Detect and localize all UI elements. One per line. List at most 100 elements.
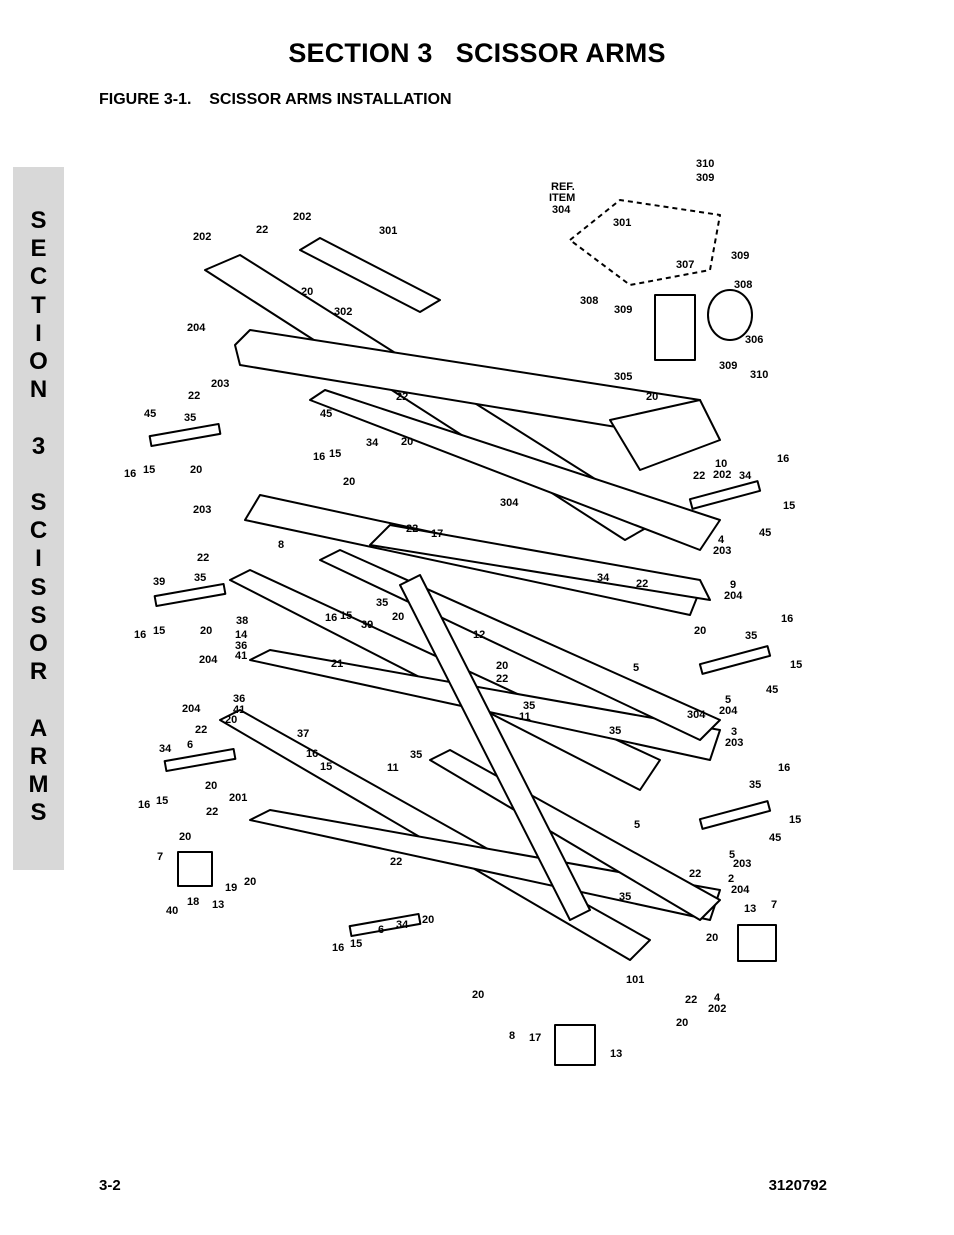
page-number: 3-2 bbox=[99, 1177, 121, 1194]
callout-label: 45 bbox=[769, 832, 781, 844]
callout-label: 22 bbox=[197, 552, 209, 564]
detail-inset-outline bbox=[569, 199, 721, 286]
callout-label: 203 bbox=[193, 504, 211, 516]
callout-label: 15 bbox=[329, 448, 341, 460]
callout-label: 304 bbox=[552, 204, 571, 216]
callout-label: 19 bbox=[225, 882, 237, 894]
callout-label: 202 bbox=[293, 211, 311, 223]
slide-block bbox=[554, 1024, 596, 1066]
callout-label: 35 bbox=[376, 597, 388, 609]
callout-label: 34 bbox=[159, 743, 172, 755]
callout-label: 204 bbox=[724, 590, 743, 602]
callout-label: 2 bbox=[728, 873, 734, 885]
callout-label: REF. bbox=[551, 181, 575, 193]
document-number: 3120792 bbox=[768, 1177, 827, 1194]
callout-label: 22 bbox=[206, 806, 218, 818]
callout-label: 309 bbox=[731, 250, 749, 262]
callout-label: 39 bbox=[153, 576, 165, 588]
pivot-pin bbox=[148, 422, 222, 448]
callout-label: 203 bbox=[713, 545, 731, 557]
callout-label: 6 bbox=[187, 739, 193, 751]
callout-label: 22 bbox=[256, 224, 268, 236]
scissor-arm bbox=[219, 709, 651, 961]
callout-label: 15 bbox=[783, 500, 795, 512]
callout-label: 20 bbox=[706, 932, 718, 944]
callout-label: 16 bbox=[781, 613, 793, 625]
scissor-arm bbox=[429, 749, 721, 921]
callout-label: 301 bbox=[379, 225, 397, 237]
callout-label: 202 bbox=[708, 1003, 726, 1015]
callout-label: 12 bbox=[473, 629, 485, 641]
callout-label: 36 bbox=[235, 640, 247, 652]
callout-label: 204 bbox=[182, 703, 201, 715]
callout-label: 304 bbox=[687, 709, 706, 721]
callout-label: 16 bbox=[778, 762, 790, 774]
callout-label: 40 bbox=[166, 905, 178, 917]
callout-label: 11 bbox=[387, 762, 399, 774]
callout-label: 204 bbox=[199, 654, 218, 666]
callout-label: 13 bbox=[744, 903, 756, 915]
callout-label: 11 bbox=[519, 711, 531, 723]
callout-label: 5 bbox=[633, 662, 639, 674]
pivot-pin bbox=[688, 480, 762, 510]
callout-label: 7 bbox=[157, 851, 163, 863]
callout-label: 22 bbox=[685, 994, 697, 1006]
callout-label: 20 bbox=[676, 1017, 688, 1029]
callout-label: 15 bbox=[143, 464, 155, 476]
callout-label: 45 bbox=[766, 684, 778, 696]
callout-label: 310 bbox=[696, 158, 714, 170]
callout-label: 35 bbox=[749, 779, 761, 791]
callout-label: 17 bbox=[529, 1032, 541, 1044]
callout-label: 6 bbox=[378, 924, 384, 936]
callout-label: 15 bbox=[156, 795, 168, 807]
callout-label: 10 bbox=[715, 458, 727, 470]
callout-label: 4 bbox=[714, 992, 721, 1004]
callout-label: 22 bbox=[396, 391, 408, 403]
callout-label: 22 bbox=[693, 470, 705, 482]
callout-label: 20 bbox=[496, 660, 508, 672]
callout-label: 15 bbox=[789, 814, 801, 826]
callout-label: 16 bbox=[134, 629, 146, 641]
callout-label: 203 bbox=[211, 378, 229, 390]
callout-label: 309 bbox=[614, 304, 632, 316]
callout-label: 14 bbox=[235, 629, 248, 641]
callout-label: 22 bbox=[636, 578, 648, 590]
callout-label: 5 bbox=[729, 849, 735, 861]
callout-label: 20 bbox=[343, 476, 355, 488]
slide-block bbox=[737, 924, 777, 962]
callout-label: 204 bbox=[187, 322, 206, 334]
callout-label: 34 bbox=[396, 919, 409, 931]
pivot-pin bbox=[698, 645, 772, 675]
callout-label: 20 bbox=[422, 914, 434, 926]
callout-label: 202 bbox=[713, 469, 731, 481]
callout-label: 34 bbox=[739, 470, 752, 482]
diagram-linework bbox=[148, 199, 777, 1066]
callout-label: 5 bbox=[725, 694, 731, 706]
callout-label: 16 bbox=[777, 453, 789, 465]
pivot-pin bbox=[163, 747, 237, 773]
callout-label: 204 bbox=[719, 705, 738, 717]
callout-label: 203 bbox=[733, 858, 751, 870]
callout-labels: 310 309 REF. ITEM 304 301 309 307 308 30… bbox=[124, 158, 802, 1060]
callout-label: 305 bbox=[614, 371, 632, 383]
callout-label: 15 bbox=[790, 659, 802, 671]
figure-caption: FIGURE 3-1. SCISSOR ARMS INSTALLATION bbox=[99, 91, 452, 108]
callout-label: 13 bbox=[610, 1048, 622, 1060]
section-side-tab: S E C T I O N 3 S C I S S O R A R M S bbox=[13, 167, 64, 870]
scissor-arm bbox=[299, 237, 441, 313]
callout-label: 16 bbox=[313, 451, 325, 463]
callout-label: 37 bbox=[297, 728, 309, 740]
callout-label: 35 bbox=[194, 572, 206, 584]
scissor-arm bbox=[309, 389, 721, 551]
callout-label: 20 bbox=[200, 625, 212, 637]
bushing bbox=[707, 289, 753, 341]
callout-label: 308 bbox=[734, 279, 752, 291]
slide-block bbox=[177, 851, 213, 887]
callout-label: 36 bbox=[233, 693, 245, 705]
callout-label: 41 bbox=[233, 704, 245, 716]
callout-label: 15 bbox=[340, 610, 352, 622]
callout-label: 35 bbox=[745, 630, 757, 642]
callout-label: 34 bbox=[366, 437, 379, 449]
callout-label: 45 bbox=[320, 408, 332, 420]
callout-label: 38 bbox=[236, 615, 248, 627]
